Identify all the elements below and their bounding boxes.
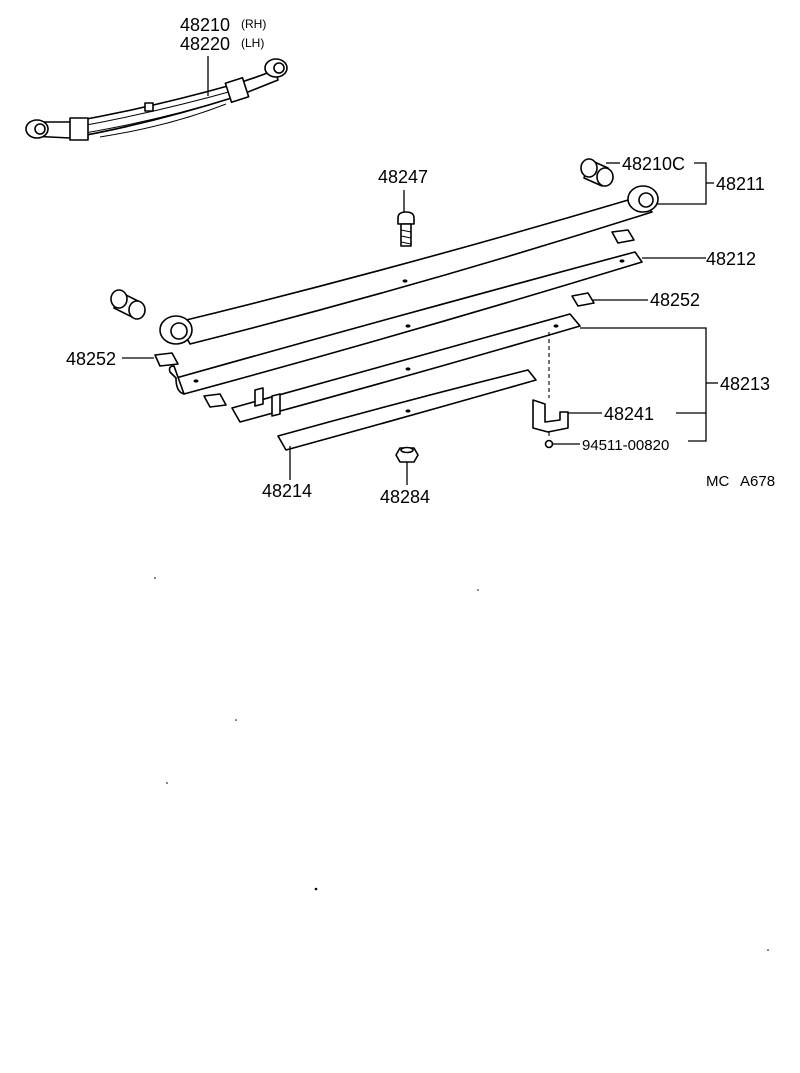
center-bolt: [397, 211, 415, 247]
rebound-clip: [532, 332, 569, 449]
figure-code-prefix: MC: [706, 473, 729, 490]
leaf-no2: [168, 251, 643, 395]
label-48214: 48214: [262, 481, 312, 501]
silencer-pads: [154, 229, 635, 408]
bushing-right: [580, 158, 614, 187]
label-48247: 48247: [378, 167, 428, 187]
label-48212: 48212: [706, 249, 756, 269]
label-94511-00820: 94511-00820: [582, 437, 669, 454]
leaf-no3: [231, 313, 581, 423]
scan-specks: [154, 577, 769, 951]
label-48210c: 48210C: [622, 154, 685, 174]
label-48220: 48220: [180, 34, 230, 54]
label-48252-right: 48252: [650, 290, 700, 310]
bushing-left: [110, 289, 146, 320]
main-leaf: [159, 185, 659, 345]
leaf-no4: [277, 369, 537, 451]
part-labels: 48210 (RH) 48220 (LH) 48210C 48211 48247…: [66, 15, 770, 507]
figure-code-number: A678: [740, 473, 775, 490]
spring-assembly-illustration: [25, 56, 288, 141]
leader-lines: [122, 162, 718, 485]
label-48211: 48211: [716, 174, 765, 194]
label-48213: 48213: [720, 374, 770, 394]
label-48252-left: 48252: [66, 349, 116, 369]
nut: [395, 446, 419, 463]
label-48210: 48210: [180, 15, 230, 35]
label-lh: (LH): [241, 36, 264, 50]
figure-code: MC A678: [706, 473, 775, 490]
label-rh: (RH): [241, 17, 266, 31]
label-48284: 48284: [380, 487, 430, 507]
label-48241: 48241: [604, 404, 654, 424]
